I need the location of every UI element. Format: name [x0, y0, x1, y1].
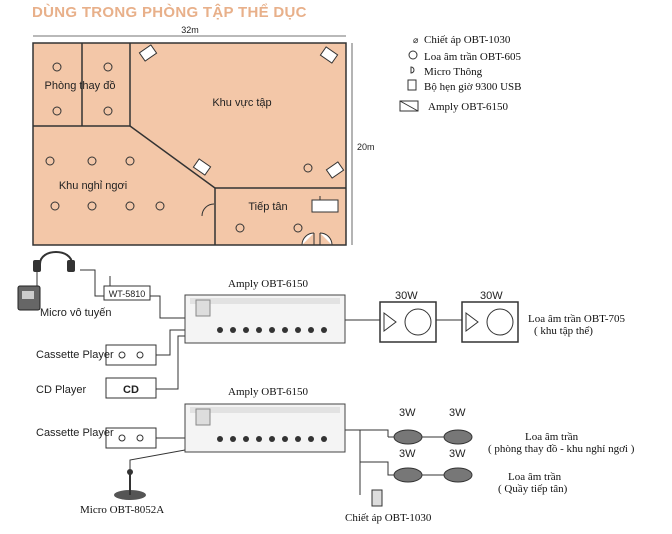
cassette-2-label: Cassette Player [36, 427, 114, 439]
cd-player-label: CD Player [36, 384, 86, 396]
page-title: DÙNG TRONG PHÒNG TẬP THỂ DỤC [32, 4, 307, 21]
legend-label: Bộ hẹn giờ 9300 USB [424, 81, 522, 93]
ceiling-speaker-icon [235, 223, 245, 233]
legend-label: Chiết áp OBT-1030 [424, 34, 511, 46]
ceiling-speaker-icon [303, 163, 313, 173]
height-label: 20m [357, 142, 375, 152]
ceiling-speakers-group [45, 62, 313, 233]
door-left [301, 232, 315, 246]
floor-outline [32, 42, 347, 246]
headset-earpiece [33, 260, 41, 272]
receiver-box [103, 285, 151, 301]
ceiling-speakers-3w [393, 429, 473, 483]
ceiling-speaker-icon [45, 156, 55, 166]
wire [129, 449, 186, 480]
amplifier-2 [184, 403, 346, 453]
receiver-label: WT-5810 [109, 289, 146, 299]
wall-speaker-icon [138, 44, 158, 62]
ceiling-speaker-group-2-label: Loa âm trần [508, 471, 562, 483]
speaker-power-label: 3W [399, 407, 416, 419]
ceiling-speaker-icon [103, 62, 113, 72]
ceiling-speaker-group-1-note: ( phòng thay đồ - khu nghỉ ngơi ) [488, 443, 635, 455]
wire [155, 335, 185, 390]
ceiling-speaker-icon [443, 467, 473, 483]
ceiling-speaker-icon [393, 467, 423, 483]
ceiling-speaker-icon [52, 106, 62, 116]
floor-plan: 32m 20m Phòng thay đồ Khu vực tập Khu ng… [32, 25, 375, 246]
legend-label: Loa âm trần OBT-605 [424, 51, 522, 63]
speaker-power-label: 3W [449, 448, 466, 460]
ceiling-speaker-group-2-note: ( Quầy tiếp tân) [498, 483, 568, 495]
speaker-power-label: 3W [399, 448, 416, 460]
ceiling-speaker-icon [50, 201, 60, 211]
ceiling-speaker-icon [103, 106, 113, 116]
amplifier-1 [184, 294, 346, 344]
ceiling-speaker-705-left [379, 301, 437, 343]
wire [345, 429, 375, 463]
amp-2-label: Amply OBT-6150 [228, 386, 308, 398]
ceiling-speaker-icon [87, 201, 97, 211]
cd-player-icon [105, 377, 157, 399]
amp-1-label: Amply OBT-6150 [228, 278, 308, 290]
legend-label: Amply OBT-6150 [428, 101, 508, 113]
wall-speaker-icon [325, 161, 345, 179]
wall-speaker-icon [319, 46, 339, 64]
cassette-player-1-icon [105, 344, 157, 366]
amplifier-icon [399, 100, 419, 112]
room-label-workout: Khu vực tập [212, 97, 271, 109]
wire [150, 329, 185, 356]
speaker-power-label: 3W [449, 407, 466, 419]
room-label-reception: Tiếp tân [248, 201, 287, 213]
cd-player-badge: CD [123, 384, 139, 396]
microphone-icon [410, 66, 415, 74]
ceiling-speaker-icon [443, 429, 473, 445]
ceiling-speaker-icon [87, 156, 97, 166]
reception-desk [311, 199, 339, 213]
timer-icon [407, 79, 417, 91]
attenuator-label: Chiết áp OBT-1030 [345, 512, 432, 524]
ceiling-speaker-group-1-label: Loa âm trần [525, 431, 579, 443]
wireless-mic [17, 251, 75, 311]
wire [360, 429, 389, 437]
ceiling-speaker-icon [393, 429, 423, 445]
ceiling-speaker-icon [155, 201, 165, 211]
speaker-power-label: 30W [395, 290, 418, 302]
desk-microphone-icon [114, 469, 146, 500]
ceiling-speaker-705-right [461, 301, 519, 343]
wireless-mic-label: Micro vô tuyến [40, 307, 112, 319]
wire [150, 295, 185, 319]
headset-earpiece [67, 260, 75, 272]
wire [36, 269, 110, 297]
ceiling-speaker-icon [52, 62, 62, 72]
ceiling-speaker-705-note: ( khu tập thể) [534, 325, 593, 337]
attenuator-icon: ⌀ [413, 35, 419, 45]
ceiling-speaker-icon [125, 156, 135, 166]
ceiling-speaker-705-label: Loa âm trần OBT-705 [528, 313, 626, 325]
room-label-changing: Phòng thay đồ [45, 80, 116, 92]
ceiling-speaker-icon [125, 201, 135, 211]
speaker-power-label: 30W [480, 290, 503, 302]
desk-mic-label: Micro OBT-8052A [80, 504, 164, 516]
door-right [319, 232, 333, 246]
room-label-rest: Khu nghỉ ngơi [59, 180, 127, 192]
legend: ⌀ Chiết áp OBT-1030 Loa âm trần OBT-605 … [399, 34, 522, 113]
cassette-player-2-icon [105, 427, 157, 449]
wall-speaker-icon [192, 158, 212, 176]
width-label: 32m [181, 25, 199, 35]
ceiling-speaker-icon [293, 223, 303, 233]
cassette-1-label-line: Cassette Player [36, 349, 114, 361]
legend-label: Micro Thông [424, 66, 483, 78]
ceiling-speaker-icon [408, 50, 418, 60]
attenuator-icon [371, 489, 383, 507]
door-inner [201, 203, 215, 217]
